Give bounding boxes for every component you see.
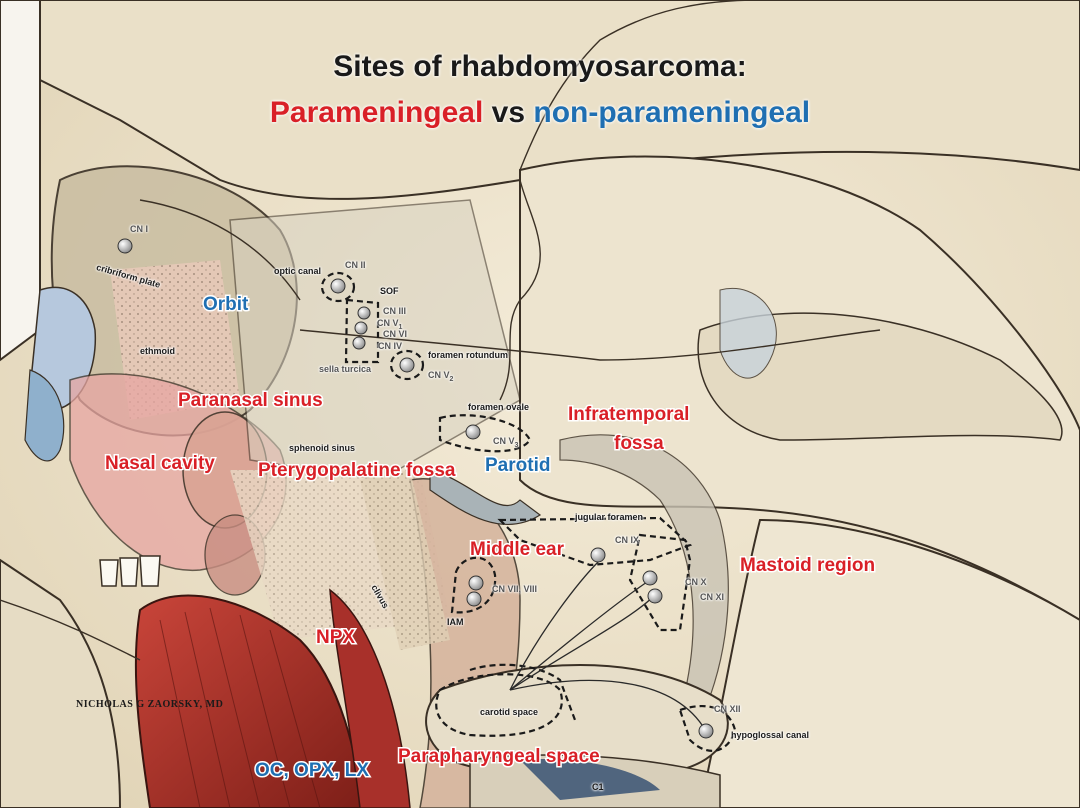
subtitle-vs: vs — [492, 96, 525, 129]
label-cn-xii: CN XII — [714, 704, 741, 714]
diagram-subtitle: Parameningeal vs non-parameningeal — [0, 96, 1080, 130]
label-cn-xi: CN XI — [700, 592, 724, 602]
label-cn-v2-text: CN V — [428, 370, 450, 380]
label-carotid-space: carotid space — [480, 707, 538, 717]
region-infratemporal-fossa-line1: Infratemporal — [568, 404, 689, 426]
label-cn-ii: CN II — [345, 260, 366, 270]
subtitle-non-parameningeal: non-parameningeal — [533, 96, 810, 129]
region-paranasal-sinus: Paranasal sinus — [178, 390, 323, 412]
label-cn-vi: CN VI — [383, 329, 407, 339]
label-sof: SOF — [380, 286, 399, 296]
label-cn-v2: CN V2 — [428, 370, 453, 383]
label-hypoglossal-canal: hypoglossal canal — [731, 730, 809, 740]
label-cn-i: CN I — [130, 224, 148, 234]
label-cn-v3-sub: 3 — [515, 442, 519, 449]
label-sella-turcica: sella turcica — [319, 364, 371, 374]
label-cn-x: CN X — [685, 577, 707, 587]
region-middle-ear: Middle ear — [470, 539, 564, 561]
region-parotid: Parotid — [485, 455, 550, 477]
region-mastoid: Mastoid region — [740, 555, 875, 577]
label-cn-vii-viii: CN VII, VIII — [492, 584, 537, 594]
region-infratemporal-fossa-line2: fossa — [614, 433, 664, 455]
subtitle-parameningeal: Parameningeal — [270, 96, 483, 129]
region-pterygopalatine-fossa: Pterygopalatine fossa — [258, 460, 455, 482]
label-cn-iv: CN IV — [378, 341, 402, 351]
label-foramen-rotundum: foramen rotundum — [428, 350, 508, 360]
region-orbit: Orbit — [203, 294, 248, 316]
label-foramen-ovale: foramen ovale — [468, 402, 529, 412]
region-parapharyngeal-space: Parapharyngeal space — [398, 746, 600, 768]
label-cn-v1-text: CN V — [377, 318, 399, 328]
diagram-title: Sites of rhabdomyosarcoma: — [0, 50, 1080, 84]
region-nasal-cavity: Nasal cavity — [105, 453, 215, 475]
region-oc-opx-lx: OC, OPX, LX — [255, 760, 369, 782]
label-cn-v3: CN V3 — [493, 436, 518, 449]
author-credit: NICHOLAS G ZAORSKY, MD — [76, 699, 223, 710]
label-ethmoid: ethmoid — [140, 346, 175, 356]
label-c1: C1 — [592, 782, 604, 792]
label-cn-ix: CN IX — [615, 535, 639, 545]
label-cn-iii: CN III — [383, 306, 406, 316]
region-npx: NPX — [316, 627, 355, 649]
label-jugular-foramen: jugular foramen — [575, 512, 643, 522]
label-cn-v2-sub: 2 — [450, 376, 454, 383]
label-cn-v3-text: CN V — [493, 436, 515, 446]
label-sphenoid-sinus: sphenoid sinus — [289, 443, 355, 453]
label-optic-canal: optic canal — [274, 266, 321, 276]
label-iam: IAM — [447, 617, 464, 627]
